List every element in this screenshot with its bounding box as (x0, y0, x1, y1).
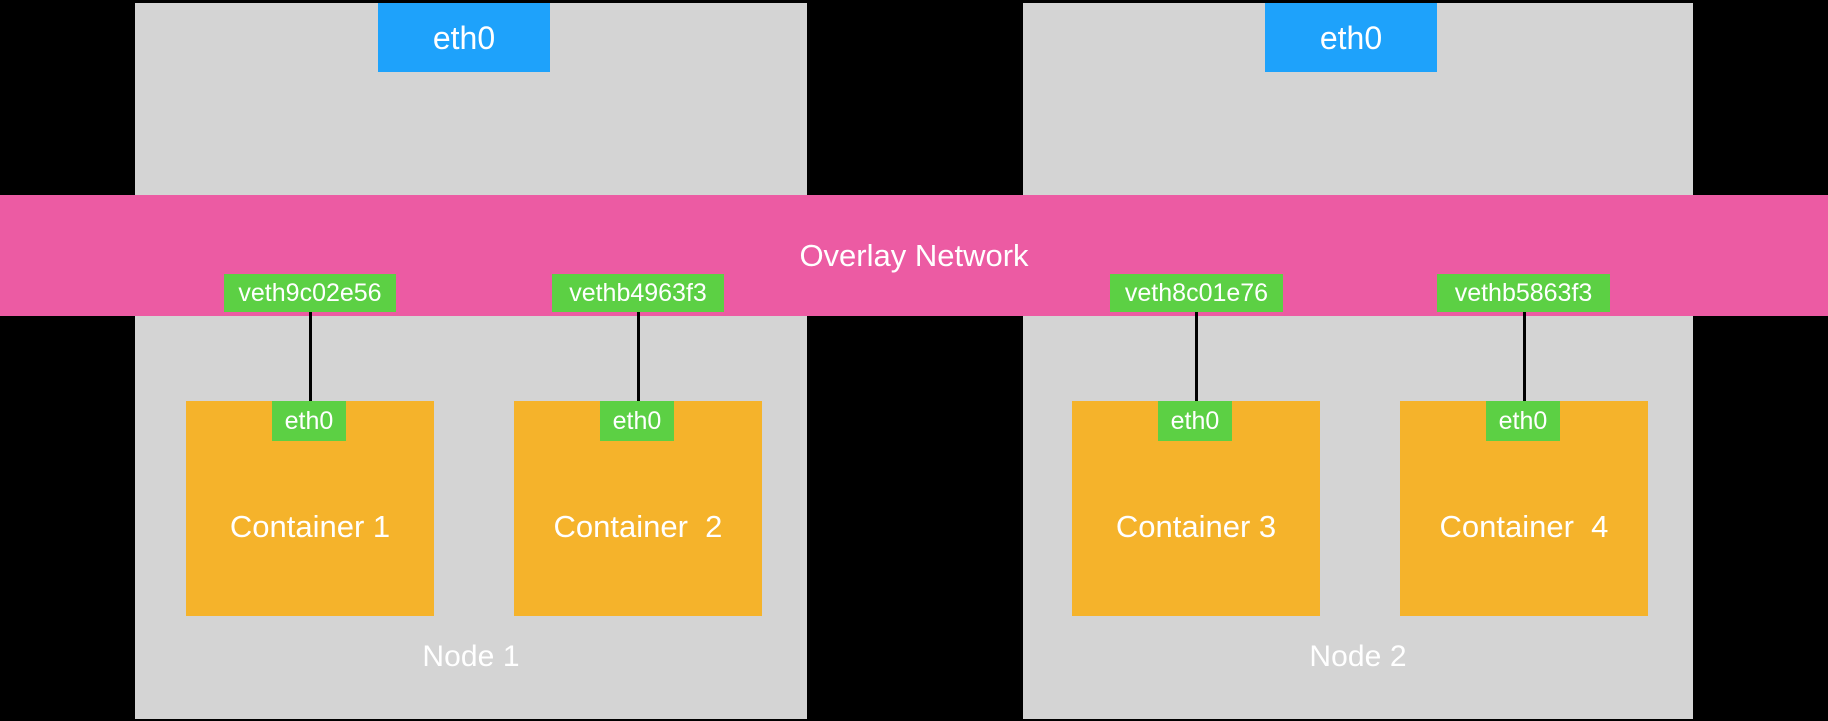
container-title-container-4: Container 4 (1439, 509, 1609, 544)
overlay-network-title: Overlay Network (799, 238, 1029, 273)
veth-chip-container-3[interactable]: veth8c01e76 (1110, 274, 1283, 312)
host-nic-2[interactable]: eth0 (1265, 3, 1437, 72)
node-label-2: Node 2 (1309, 640, 1407, 673)
container-nic-container-4[interactable]: eth0 (1486, 401, 1560, 441)
veth-chip-container-4[interactable]: vethb5863f3 (1437, 274, 1610, 312)
container-nic-container-3[interactable]: eth0 (1158, 401, 1232, 441)
container-title-container-1: Container 1 (229, 509, 391, 544)
connector-line-container-2 (637, 312, 640, 401)
node-label-1: Node 1 (422, 640, 520, 673)
container-title-container-2: Container 2 (553, 509, 723, 544)
container-nic-container-2[interactable]: eth0 (600, 401, 674, 441)
connector-line-container-3 (1195, 312, 1198, 401)
container-nic-container-1[interactable]: eth0 (272, 401, 346, 441)
connector-line-container-4 (1523, 312, 1526, 401)
connector-line-container-1 (309, 312, 312, 401)
host-nic-1[interactable]: eth0 (378, 3, 550, 72)
veth-chip-container-1[interactable]: veth9c02e56 (224, 274, 396, 312)
container-title-container-3: Container 3 (1115, 509, 1277, 544)
veth-chip-container-2[interactable]: vethb4963f3 (552, 274, 724, 312)
